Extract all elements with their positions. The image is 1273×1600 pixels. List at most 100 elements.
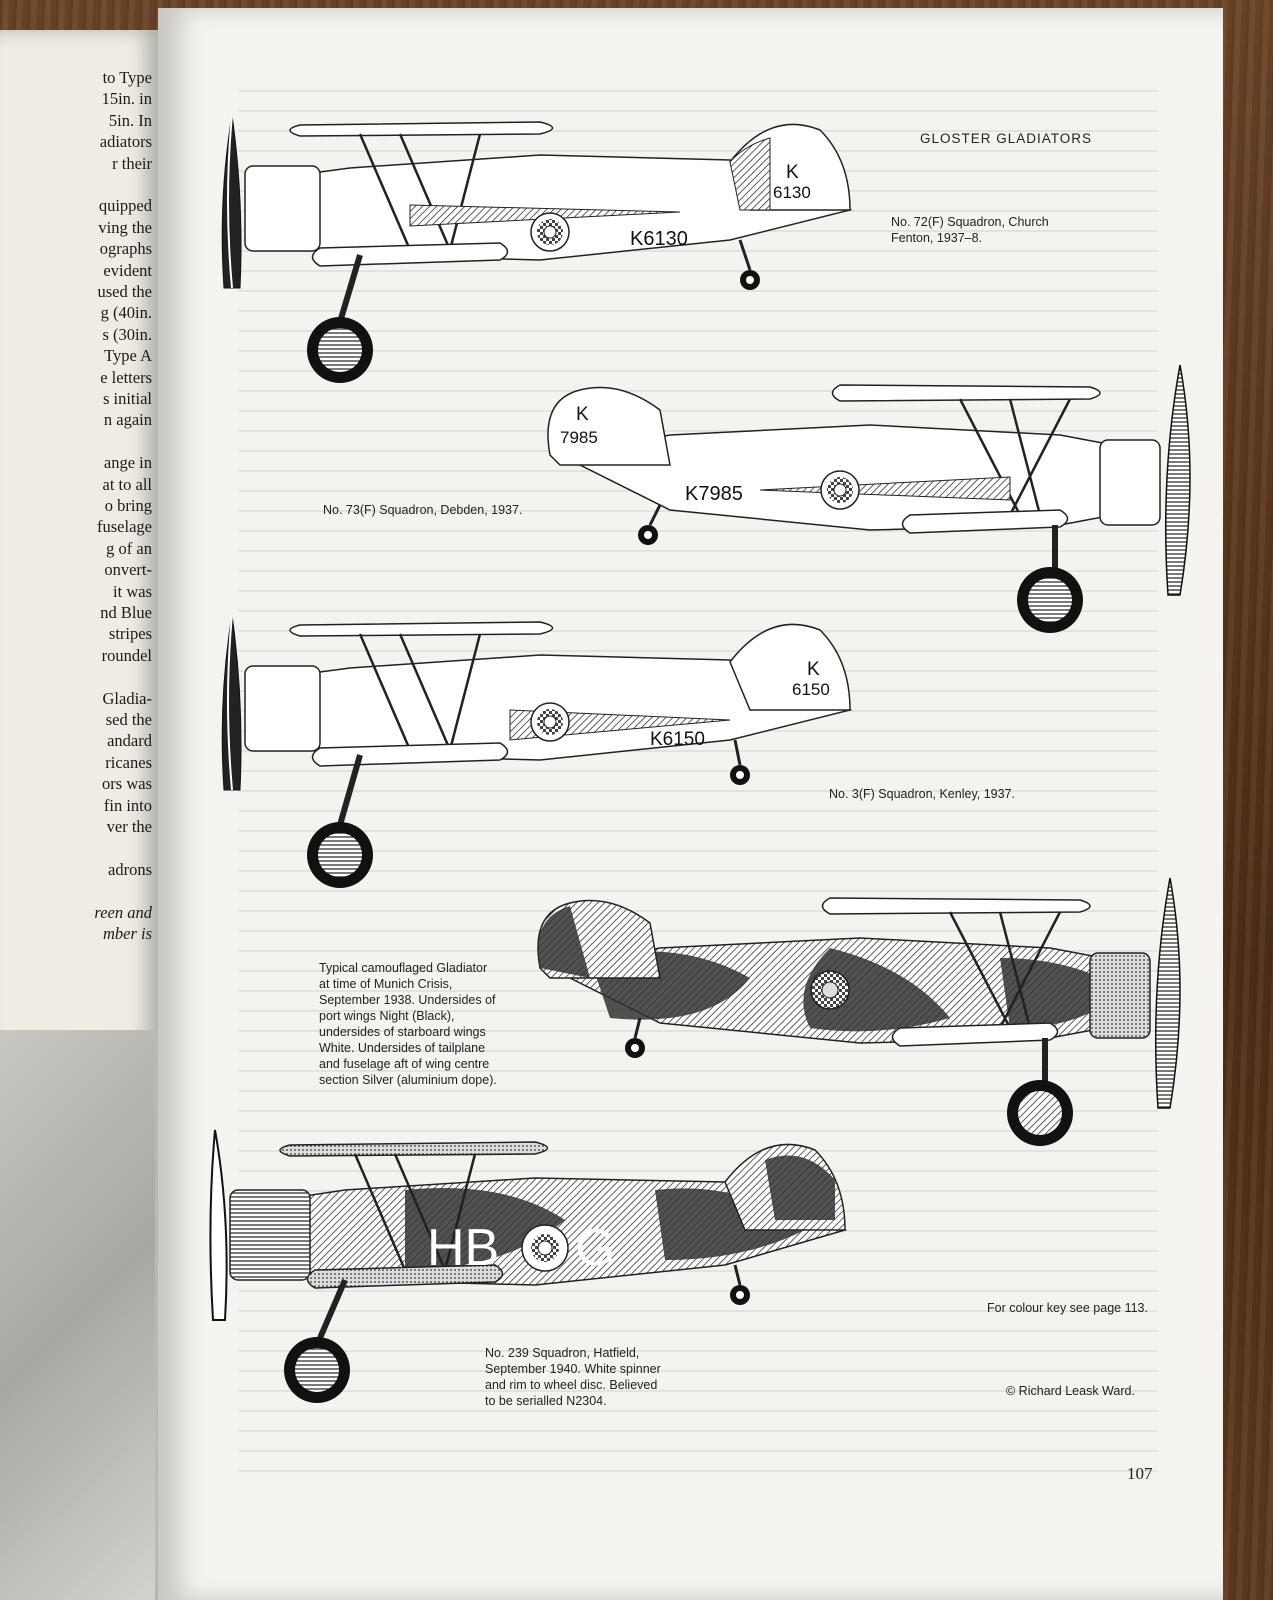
fin-code-top: K	[807, 659, 820, 680]
upper-wing	[289, 121, 554, 137]
propeller	[209, 1129, 228, 1321]
left-page-line: sed the	[105, 710, 152, 729]
fin-code-bottom: 7985	[560, 428, 598, 447]
left-page-line: quipped	[98, 196, 152, 216]
upper-wing	[289, 621, 554, 637]
left-page-line: adrons	[108, 859, 152, 879]
caption-no-72-squadron: No. 72(F) Squadron, Church Fenton, 1937–…	[891, 215, 1049, 245]
tail-wheel	[738, 239, 760, 290]
left-page-line: onvert-	[104, 560, 152, 580]
caption-munich-camouflage: Typical camouflaged Gladiator at time of…	[319, 961, 497, 1087]
left-page-line: roundel	[101, 645, 152, 665]
caption-no-239-squadron: No. 239 Squadron, Hatfield, September 19…	[485, 1346, 661, 1408]
left-page-line: andard	[107, 731, 152, 751]
left-page-line: e letters	[100, 367, 152, 387]
caption-no-73-squadron: No. 73(F) Squadron, Debden, 1937.	[323, 503, 523, 517]
upper-wing	[821, 897, 1091, 915]
left-page-line: mber is	[102, 924, 152, 943]
right-page	[158, 8, 1223, 1600]
main-wheel	[284, 1278, 350, 1403]
left-page-line: at to all	[102, 474, 152, 494]
roundel	[820, 470, 860, 510]
lower-wing	[891, 1022, 1059, 1047]
roundel	[810, 970, 850, 1010]
aircraft-profile-k7985: K 7985 K7985	[547, 364, 1191, 633]
left-page-line: adiators	[99, 132, 152, 152]
left-page-line: nd Blue	[100, 603, 152, 622]
fin-code-bottom: 6130	[773, 183, 811, 202]
fin	[547, 386, 671, 466]
left-page-line: evident	[103, 260, 152, 280]
tail-wheel	[638, 504, 662, 545]
left-page-line: used the	[97, 282, 152, 301]
engine-cowling	[1099, 439, 1161, 526]
main-wheel	[307, 754, 373, 888]
left-page-line: fuselage	[97, 517, 152, 537]
engine-cowling	[1089, 952, 1151, 1039]
left-page-line: ors was	[102, 774, 152, 794]
left-page-line: it was	[113, 581, 152, 601]
left-page-line: stripes	[108, 624, 152, 644]
left-page-line: ver the	[106, 817, 152, 836]
aircraft-letter: G	[575, 1219, 615, 1277]
upper-wing	[831, 384, 1101, 402]
left-page-line: Type A	[104, 346, 152, 366]
aircraft-profile-k6130: K 6130 K6130	[221, 114, 853, 383]
roundel	[521, 1224, 569, 1272]
engine-cowling	[229, 1189, 311, 1281]
fuselage-serial: K6150	[650, 729, 705, 750]
main-wheel	[1007, 1038, 1073, 1146]
propeller	[1164, 364, 1191, 596]
left-page-line: 15in. in	[101, 89, 152, 109]
fin-code-top: K	[576, 404, 589, 425]
aircraft-profile-k6150: K 6150 K6150	[221, 614, 853, 888]
left-page-line: g (40in.	[100, 303, 152, 323]
copyright: © Richard Leask Ward.	[1006, 1384, 1135, 1398]
fin	[729, 623, 851, 711]
lower-wing	[901, 509, 1069, 534]
left-page-line: ving the	[98, 217, 152, 237]
page-number: 107	[1127, 1464, 1153, 1483]
tail-wheel	[730, 1264, 750, 1305]
left-page-line: ange in	[103, 453, 152, 473]
left-page-line: 5in. In	[108, 110, 152, 130]
propeller	[221, 614, 242, 791]
left-page-line: fin into	[103, 795, 152, 815]
squadron-code-left: HB	[427, 1219, 499, 1277]
propeller	[221, 114, 242, 289]
aircraft-profile-camouflaged	[537, 877, 1181, 1146]
engine-cowling	[244, 165, 321, 252]
left-page-line: reen and	[94, 902, 152, 922]
fuselage-serial: K7985	[685, 483, 743, 505]
fin-code-top: K	[786, 162, 799, 183]
left-page-line: g of an	[106, 538, 152, 558]
roundel	[530, 212, 570, 252]
page-title: GLOSTER GLADIATORS	[920, 131, 1093, 146]
lower-wing	[306, 1264, 504, 1289]
caption-no-3-squadron: No. 3(F) Squadron, Kenley, 1937.	[829, 787, 1015, 801]
left-page-photo	[0, 1030, 155, 1600]
main-wheel	[1017, 525, 1083, 633]
left-page-line: to Type	[102, 68, 152, 87]
fuselage-stripe	[759, 476, 1011, 501]
left-page-line: Gladia-	[102, 688, 152, 708]
engine-cowling	[244, 665, 321, 752]
left-page-line: o bring	[104, 496, 152, 515]
left-page-line: s initial	[102, 389, 152, 408]
colour-key-note: For colour key see page 113.	[987, 1301, 1148, 1315]
left-page-line: ographs	[99, 239, 152, 259]
aircraft-profile-hb-g: HB G	[209, 1129, 848, 1403]
left-page-line: s (30in.	[102, 324, 153, 344]
main-wheel	[307, 254, 373, 383]
propeller	[1154, 877, 1181, 1109]
fin-code-bottom: 6150	[792, 680, 830, 699]
fuselage-serial: K6130	[630, 228, 688, 250]
tail-wheel	[730, 739, 750, 785]
left-page-line: ricanes	[105, 752, 152, 772]
left-page-line: n again	[103, 410, 152, 430]
tail-wheel	[625, 1017, 645, 1058]
roundel	[530, 702, 570, 742]
upper-wing	[279, 1141, 549, 1157]
left-page-line: r their	[112, 153, 152, 173]
